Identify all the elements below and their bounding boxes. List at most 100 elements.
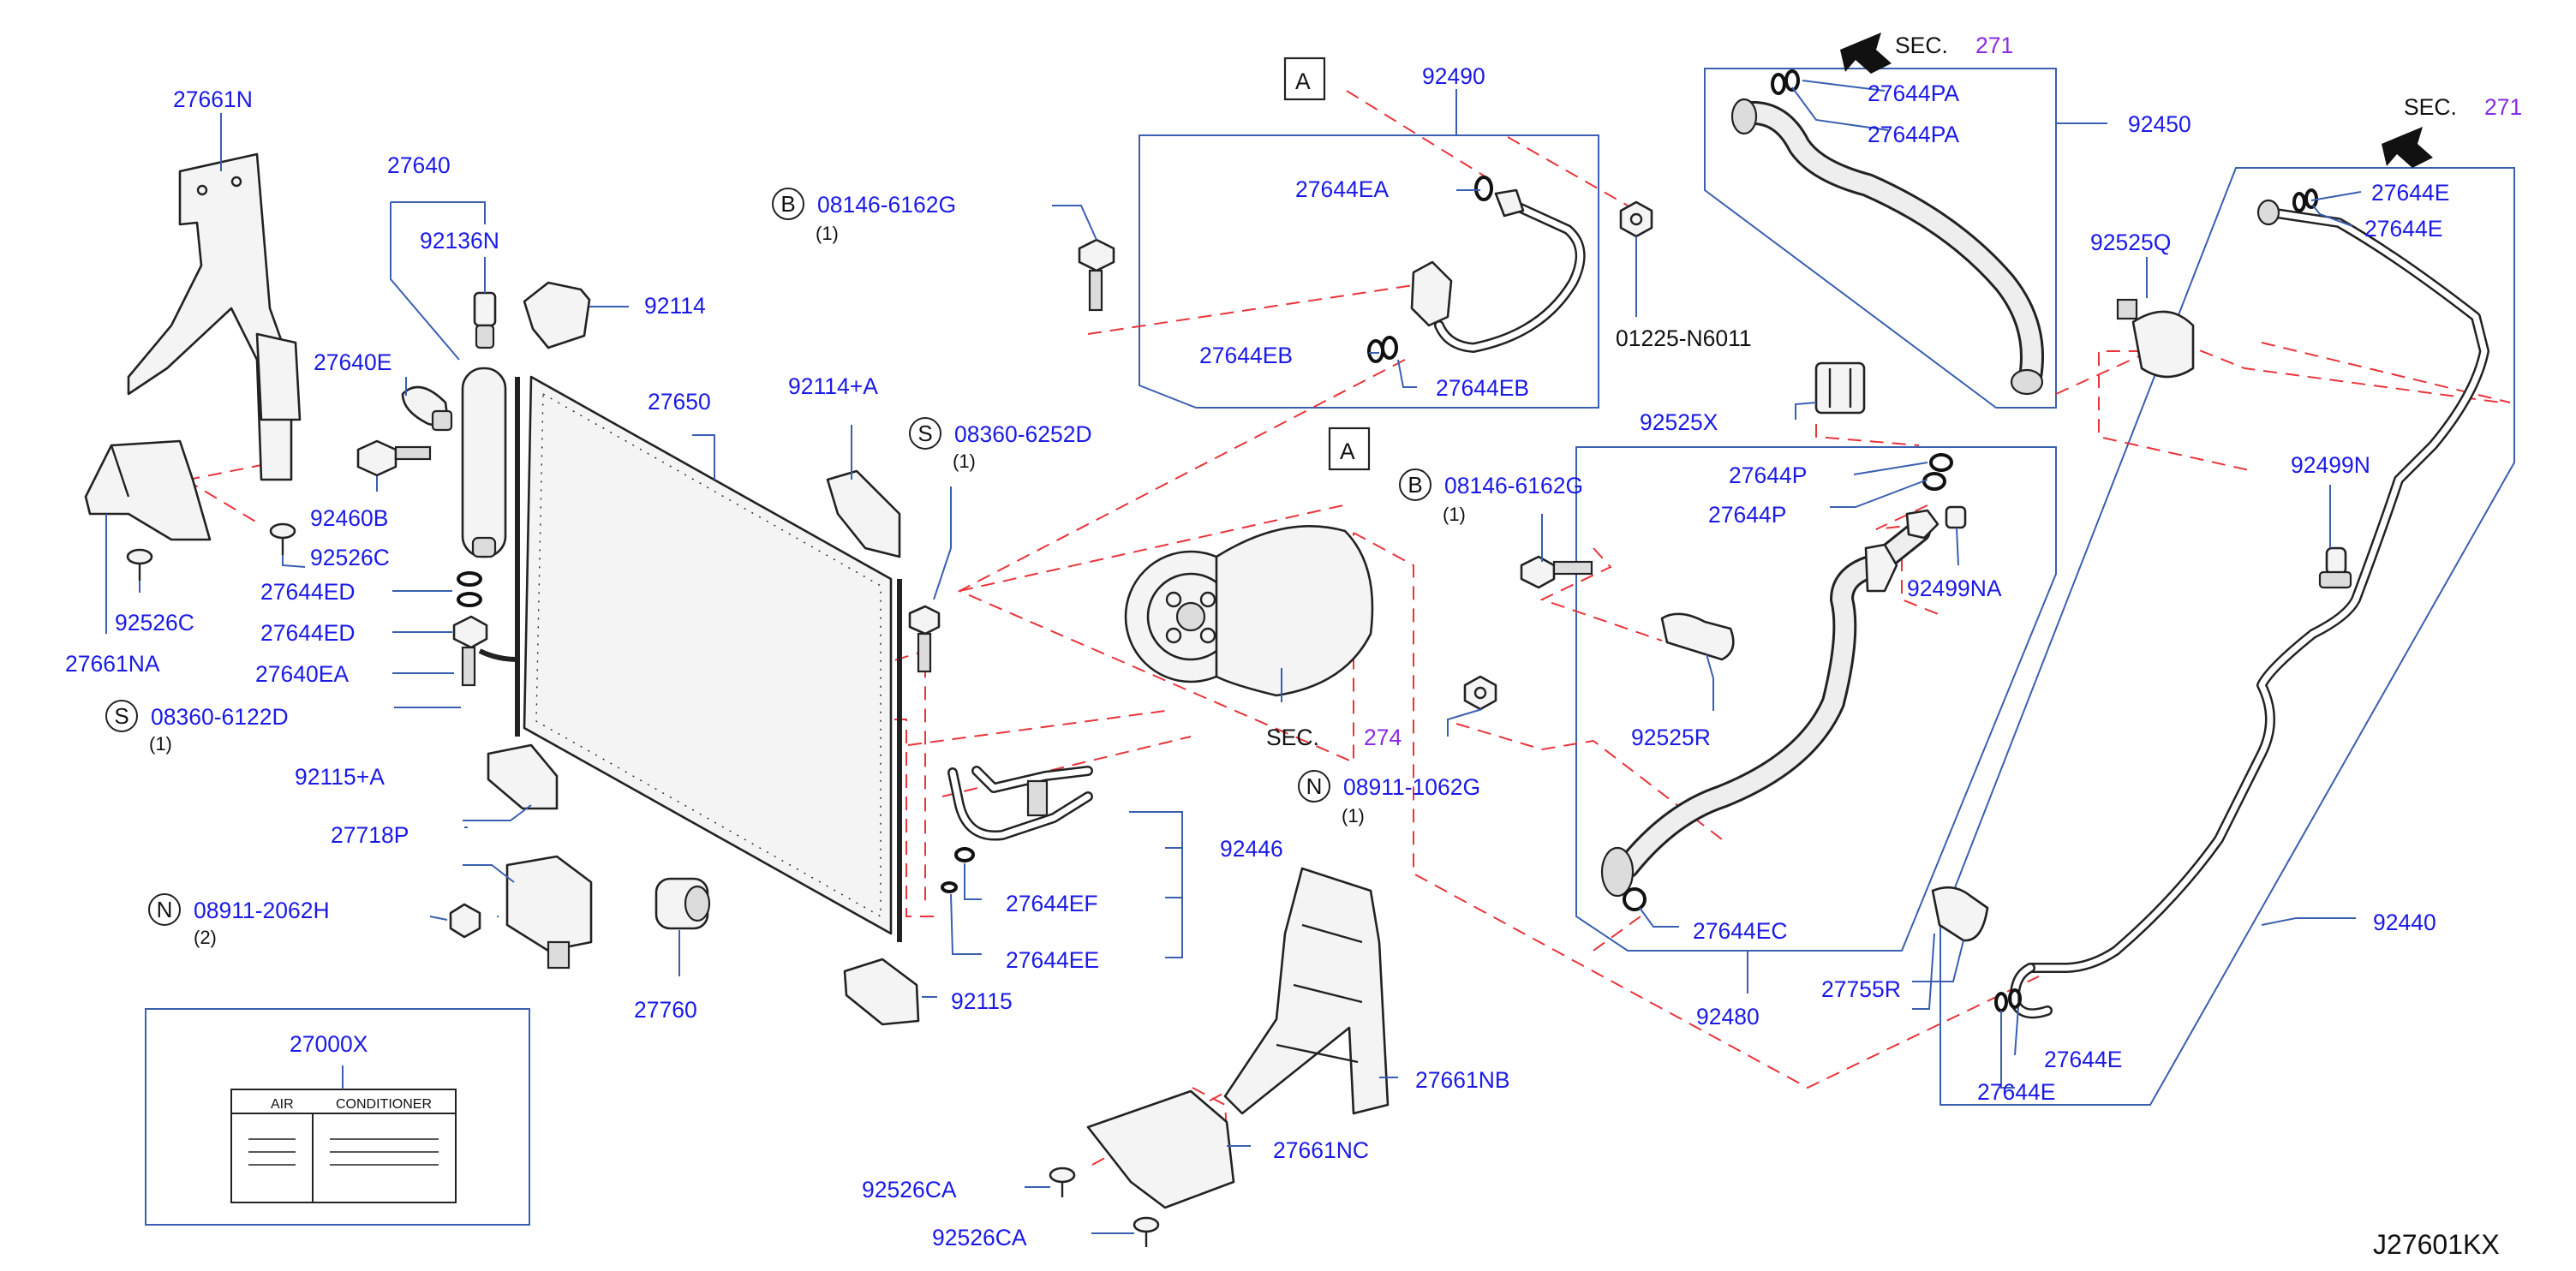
label-92450: 92450: [2128, 111, 2191, 137]
label-27644E-c: 27644E: [2044, 1047, 2122, 1072]
prefix-circle-N2: [1298, 770, 1330, 803]
label-27644E-a: 27644E: [2371, 180, 2449, 206]
compressor-drawing: [1124, 525, 1374, 697]
clamp-27640E-drawing: [401, 385, 453, 432]
clip-92525R-drawing: [1660, 612, 1735, 661]
hose-92450-drawing: [1730, 98, 2044, 396]
label-27755R: 27755R: [1821, 976, 1901, 1002]
pipe-92446-drawing: [947, 766, 1093, 841]
label-27661N: 27661N: [173, 87, 253, 112]
screw-08360-6252D-drawing: [908, 605, 941, 673]
label-27644EB-b: 27644EB: [1436, 375, 1529, 401]
label-92114: 92114: [644, 293, 706, 319]
label-27640E: 27640E: [314, 349, 391, 375]
prefix-B2: B: [1408, 472, 1422, 498]
bracket-27661N-drawing: [127, 152, 302, 481]
label-27644EF: 27644EF: [1006, 891, 1098, 916]
bracket-92114A-drawing: [826, 469, 901, 558]
oring-27644EA-drawing: [1474, 176, 1493, 201]
label-08911-2062H: 08911-2062H: [194, 898, 330, 923]
label-01225-N6011: 01225-N6011: [1616, 325, 1752, 351]
clip-92526CA-b-drawing: [1133, 1216, 1160, 1247]
prefix-circle-B2: [1399, 468, 1431, 501]
label-27661NC: 27661NC: [1273, 1137, 1369, 1163]
label-92480: 92480: [1696, 1004, 1760, 1029]
label-27661NA: 27661NA: [65, 651, 160, 677]
label-27644PA-b: 27644PA: [1868, 122, 1959, 147]
hose-92490-drawing: [1410, 188, 1586, 353]
oring-27644PA-drawing: [1771, 69, 1800, 95]
label-card-conditioner: CONDITIONER: [336, 1097, 432, 1112]
qty-08146-6162G-b: (1): [1443, 504, 1466, 525]
label-92526C-a: 92526C: [310, 545, 390, 570]
prefix-S1: S: [114, 703, 129, 729]
shroud-27661NC-drawing: [1086, 1089, 1235, 1209]
marker-box-a2: [1328, 427, 1371, 471]
group-box-92450: [1704, 68, 2057, 409]
label-92440: 92440: [2373, 910, 2436, 935]
bolt-27640EA-drawing: [452, 615, 488, 687]
oring-27644P-drawing: [1922, 453, 1953, 491]
qty-08146-6162G-a: (1): [816, 223, 839, 244]
clip-92526CA-a-drawing: [1049, 1167, 1076, 1197]
label-92499NA: 92499NA: [1907, 576, 2002, 601]
label-92526CA-b: 92526CA: [932, 1225, 1027, 1250]
pressure-switch-92136N-drawing: [473, 291, 497, 349]
nut-08911-1062G-drawing: [1463, 675, 1497, 711]
label-92114A: 92114+A: [788, 373, 878, 399]
label-08146-6162G-b: 08146-6162G: [1444, 473, 1583, 498]
oring-27644EB-drawing: [1367, 336, 1398, 363]
prefix-circle-N1: [148, 893, 181, 926]
prefix-circle-S2: [909, 417, 941, 450]
section-arrow-271-b: [2382, 127, 2433, 168]
bracket-92115A-drawing: [487, 743, 559, 810]
label-27644EA: 27644EA: [1295, 176, 1389, 202]
sensor-27718P-drawing: [505, 855, 593, 970]
label-27661NB: 27661NB: [1415, 1067, 1510, 1093]
label-92115A: 92115+A: [295, 764, 385, 790]
group-box-27000X: [145, 1008, 530, 1226]
label-27644ED-b: 27644ED: [260, 620, 356, 646]
oring-27644EF-drawing: [954, 847, 975, 862]
label-sec-274: SEC.: [1266, 725, 1319, 750]
label-27644PA-a: 27644PA: [1868, 81, 1959, 106]
label-27000X: 27000X: [290, 1031, 368, 1057]
label-92490: 92490: [1422, 63, 1485, 89]
label-92115: 92115: [951, 988, 1013, 1014]
label-08360-6252D: 08360-6252D: [954, 421, 1092, 447]
label-27640EA: 27640EA: [255, 661, 349, 687]
bolt-08146-6162G-a-drawing: [1078, 238, 1115, 312]
qty-08360-6122D: (1): [149, 733, 172, 755]
label-27644E-d: 27644E: [1977, 1079, 2055, 1105]
label-sec-271-b: SEC.: [2404, 94, 2457, 120]
label-92526CA-a: 92526CA: [862, 1177, 957, 1202]
label-92499N: 92499N: [2291, 452, 2370, 478]
label-27644E-b: 27644E: [2364, 216, 2442, 242]
label-08146-6162G-a: 08146-6162G: [817, 192, 956, 218]
label-sec-271-b-num: 271: [2484, 94, 2522, 120]
prefix-S2: S: [917, 421, 932, 446]
oring-27644EC-drawing: [1623, 887, 1647, 911]
label-92525Q: 92525Q: [2090, 230, 2171, 255]
label-card-air: AIR: [271, 1097, 294, 1112]
clip-92525X-drawing: [1814, 361, 1866, 415]
label-27644EE: 27644EE: [1006, 947, 1099, 973]
label-27644EC: 27644EC: [1693, 918, 1788, 944]
label-92446: 92446: [1220, 836, 1283, 862]
label-92525X: 92525X: [1640, 409, 1718, 435]
diagram-code: J27601KX: [2373, 1229, 2500, 1260]
bolt-92460B-drawing: [356, 439, 432, 477]
connector-27760-drawing: [654, 877, 711, 930]
clip-92525Q-drawing: [2116, 298, 2195, 379]
qty-08911-2062H: (2): [194, 927, 217, 948]
label-27718P: 27718P: [331, 822, 409, 848]
receiver-drier-27640-drawing: [461, 367, 507, 558]
qty-08360-6252D: (1): [953, 451, 976, 472]
hose-92480-drawing: [1600, 509, 1939, 898]
marker-a1: A: [1295, 69, 1311, 94]
nut-08911-2062H-drawing: [449, 903, 481, 939]
label-27644ED-a: 27644ED: [260, 579, 356, 605]
label-92136N: 92136N: [420, 228, 499, 254]
bolt-08146-6162G-b-drawing: [1520, 555, 1593, 589]
